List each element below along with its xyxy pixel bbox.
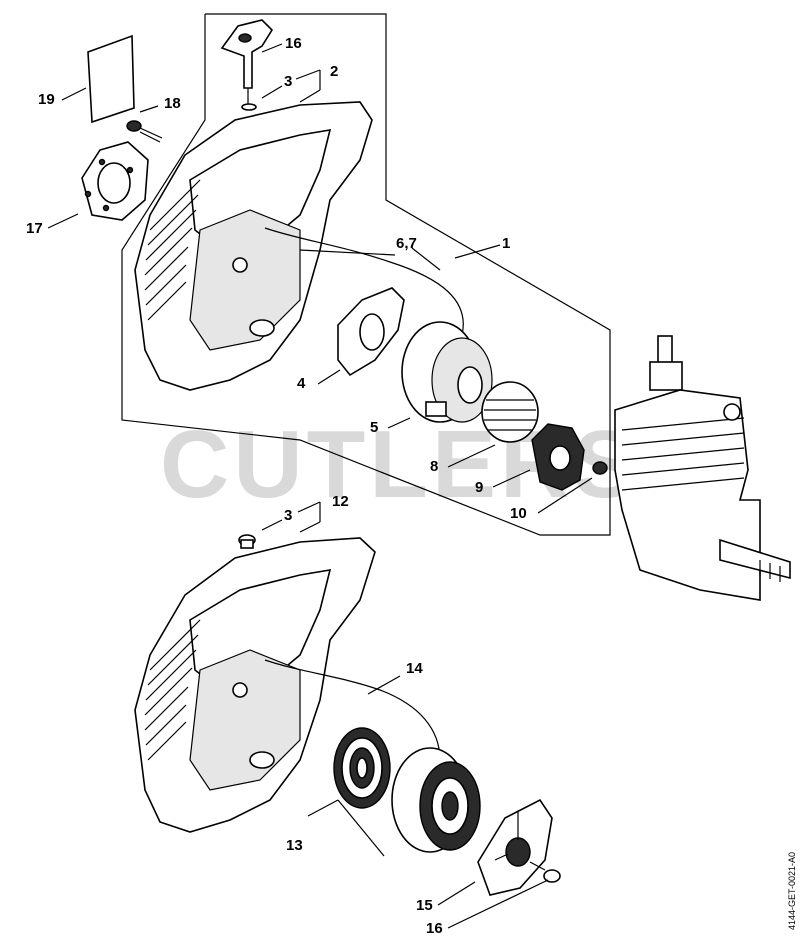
callout-16: 16 xyxy=(426,920,443,937)
callout-11: 16 xyxy=(285,35,302,52)
protective-tube xyxy=(87,34,135,124)
callout-19: 19 xyxy=(38,91,55,108)
lower-rope-rotor xyxy=(391,747,481,853)
screw-small xyxy=(592,461,608,475)
lower-pawl-carrier xyxy=(477,798,553,896)
upper-housing-fins xyxy=(144,179,201,321)
lower-starter-rope xyxy=(264,659,441,761)
lower-housing-fins xyxy=(144,619,201,761)
callout-8: 8 xyxy=(430,458,438,475)
engine-block xyxy=(614,335,791,601)
rewind-spring xyxy=(481,381,539,443)
callout-13: 13 xyxy=(286,837,303,854)
callout-9: 9 xyxy=(475,479,483,496)
spring-washer xyxy=(337,287,405,377)
callout-2: 2 xyxy=(330,63,338,80)
lower-bushing xyxy=(238,534,256,549)
assembly-frame xyxy=(121,13,611,536)
lower-rewind-spring xyxy=(333,727,391,809)
callout-10: 10 xyxy=(510,505,527,522)
callout-12: 12 xyxy=(332,493,349,510)
callout-15: 15 xyxy=(416,897,433,914)
callout-3b: 3 xyxy=(284,507,292,524)
callout-4: 4 xyxy=(297,375,306,392)
callout-14: 14 xyxy=(406,660,423,677)
callout-1: 1 xyxy=(502,235,510,252)
callout-5: 5 xyxy=(370,419,378,436)
disk-plate xyxy=(81,141,149,221)
callout-labels: 16 2 3 19 18 17 6,7 1 4 5 8 9 10 12 3 14… xyxy=(26,35,527,937)
upper-starter-rope xyxy=(264,227,464,336)
callout-3a: 3 xyxy=(284,73,292,90)
leader-lines xyxy=(47,43,593,929)
callout-17: 17 xyxy=(26,220,43,237)
callout-6-7: 6,7 xyxy=(396,235,417,252)
lower-nut xyxy=(543,869,561,883)
screw-upper xyxy=(126,120,163,143)
pawl-carrier xyxy=(531,423,585,491)
starter-grip xyxy=(220,19,274,111)
lower-fan-housing xyxy=(134,537,376,833)
rope-rotor xyxy=(401,321,493,423)
document-id: 4144-GET-0021-A0 xyxy=(787,852,797,930)
callout-18: 18 xyxy=(164,95,181,112)
upper-fan-housing xyxy=(134,101,373,391)
